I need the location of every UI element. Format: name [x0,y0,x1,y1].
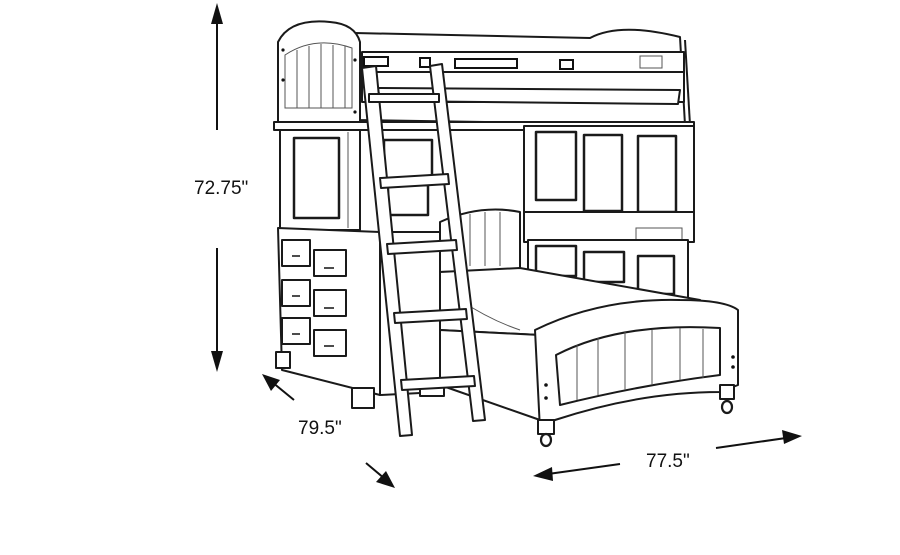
height-dimension-label: 72.75" [194,178,249,199]
lower-bed [439,267,739,448]
depth-arrow-icon [262,374,395,488]
width-arrow-icon [533,430,802,481]
desk-unit [523,125,695,299]
depth-dimension-label: 79.5" [298,418,342,439]
loft-bed-upper [273,20,695,131]
ladder [361,63,486,437]
height-arrow-icon [211,3,223,372]
left-frame [279,129,434,231]
width-dimension-label: 77.5" [646,451,690,472]
